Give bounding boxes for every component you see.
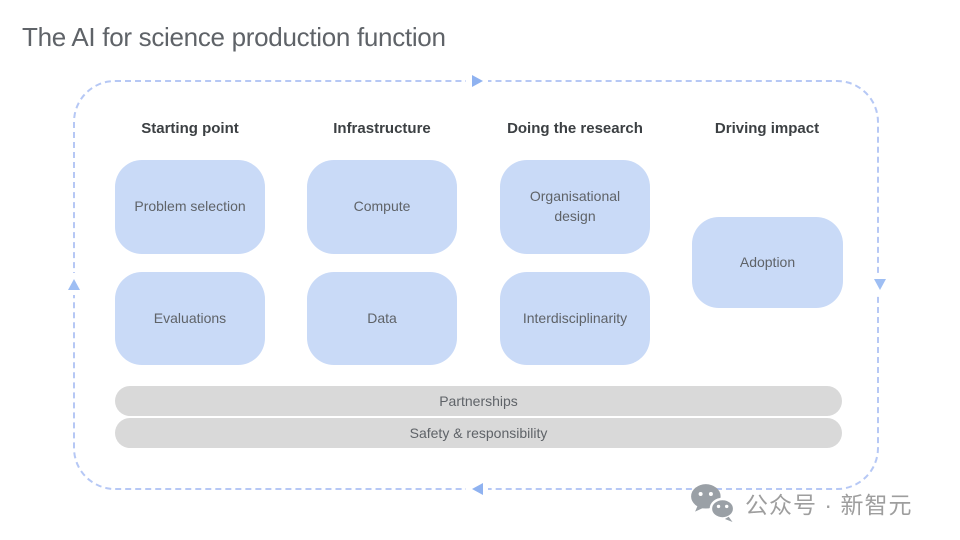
arrow-left-icon: [471, 483, 483, 495]
flow-arrow-left: [66, 273, 82, 295]
box-adoption: Adoption: [692, 217, 843, 308]
box-problem-selection: Problem selection: [115, 160, 265, 254]
bar-safety-responsibility: Safety & responsibility: [115, 418, 842, 448]
arrow-down-icon: [874, 278, 886, 290]
flow-arrow-top: [466, 73, 488, 89]
watermark: 公众号 · 新智元: [690, 483, 912, 523]
bar-partnerships: Partnerships: [115, 386, 842, 416]
arrow-up-icon: [68, 278, 80, 290]
arrow-right-icon: [471, 75, 483, 87]
flow-arrow-right: [872, 273, 888, 295]
column-header-doing-the-research: Doing the research: [507, 120, 643, 137]
column-header-infrastructure: Infrastructure: [333, 120, 431, 137]
box-organisational-design: Organisational design: [500, 160, 650, 254]
box-data: Data: [307, 272, 457, 365]
column-header-starting-point: Starting point: [141, 120, 239, 137]
wechat-icon: [691, 484, 736, 523]
column-header-driving-impact: Driving impact: [714, 120, 820, 137]
box-interdisciplinarity: Interdisciplinarity: [500, 272, 650, 365]
box-evaluations: Evaluations: [115, 272, 265, 365]
page-title: The AI for science production function: [22, 22, 446, 52]
box-compute: Compute: [307, 160, 457, 254]
flow-arrow-bottom: [466, 481, 488, 497]
watermark-text: 公众号 · 新智元: [745, 492, 913, 518]
